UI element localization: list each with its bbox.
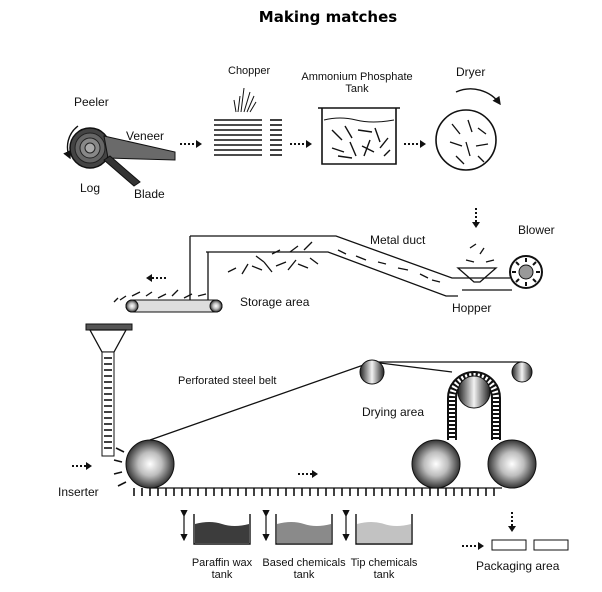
chopper-label: Chopper <box>228 65 271 77</box>
log-roll-icon <box>69 127 176 187</box>
drying-loop: Drying area <box>362 361 533 440</box>
perforated-belt-label: Perforated steel belt <box>178 375 276 387</box>
veneer-label: Veneer <box>126 129 164 143</box>
dashed-arrow-icon <box>462 542 484 550</box>
dashed-arrow-left-icon <box>146 274 166 282</box>
chop-sparks-icon <box>233 87 257 113</box>
dashed-arrow-icon <box>180 140 202 148</box>
dashed-arrow-down-icon <box>508 512 516 532</box>
based-tank-label-line2: tank <box>294 569 315 581</box>
funnel-chute <box>85 323 133 457</box>
peeler-label: Peeler <box>74 95 109 109</box>
based-liquid <box>277 522 331 543</box>
belt-rollers <box>125 359 537 489</box>
paraffin-liquid <box>195 522 249 543</box>
tip-liquid <box>357 522 411 543</box>
dashed-arrow-icon <box>72 462 92 470</box>
packaging-area-label: Packaging area <box>476 559 560 573</box>
package-box <box>533 539 569 551</box>
rotation-arrow-icon <box>63 125 79 160</box>
packaging-stage: Packaging area <box>462 512 569 573</box>
blower-label: Blower <box>518 223 555 237</box>
duct-matchsticks <box>227 241 441 283</box>
roller <box>359 359 385 385</box>
based-chemicals-tank: Based chemicals tank <box>262 510 346 581</box>
dryer-stage: Dryer <box>435 65 501 171</box>
paraffin-wax-tank: Paraffin wax tank <box>180 510 253 581</box>
blower: Blower <box>462 223 555 291</box>
hopper-label: Hopper <box>452 301 491 315</box>
paraffin-tank-label-line2: tank <box>212 569 233 581</box>
storage-area-label: Storage area <box>240 295 310 309</box>
dashed-arrow-down-icon <box>472 208 480 228</box>
hopper: Hopper <box>452 243 498 315</box>
dashed-arrow-icon <box>404 140 426 148</box>
blade-label: Blade <box>134 187 165 201</box>
chopper-stage: Chopper <box>214 65 282 156</box>
tank-label-line1: Ammonium Phosphate <box>301 71 412 83</box>
veneer-sheets <box>214 119 282 156</box>
package-box <box>491 539 527 551</box>
based-tank-label-line1: Based chemicals <box>262 557 346 569</box>
roller <box>411 439 461 489</box>
rotation-arrow-icon <box>455 88 501 106</box>
tip-tank-label-line1: Tip chemicals <box>351 557 418 569</box>
log-label: Log <box>80 181 100 195</box>
tip-chemicals-tank: Tip chemicals tank <box>342 510 418 581</box>
metal-duct-label: Metal duct <box>370 233 426 247</box>
diagram-title: Making matches <box>259 8 397 26</box>
dashed-arrow-icon <box>298 470 318 478</box>
drying-area-label: Drying area <box>362 405 424 419</box>
storage-conveyor: Storage area <box>113 289 310 313</box>
tip-tank-label-line2: tank <box>374 569 395 581</box>
dashed-arrow-icon <box>290 140 312 148</box>
roller <box>487 439 537 489</box>
ammonium-phosphate-tank: Ammonium Phosphate Tank <box>301 71 413 165</box>
dryer-label: Dryer <box>456 65 485 79</box>
inserter-label: Inserter <box>58 485 99 499</box>
tank-label-line2: Tank <box>345 83 369 95</box>
peeler-stage: Peeler Veneer Log Blade <box>63 95 176 201</box>
roller <box>125 439 175 489</box>
paraffin-tank-label-line1: Paraffin wax <box>192 557 253 569</box>
